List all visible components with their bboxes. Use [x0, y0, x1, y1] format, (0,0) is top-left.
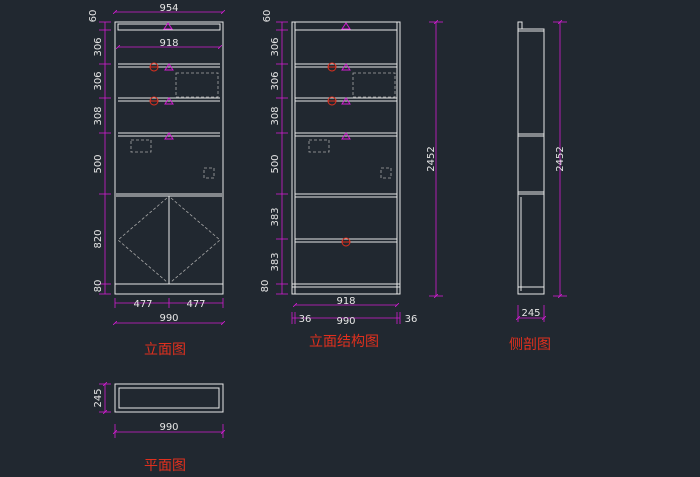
structure-cabinet-outline: [291, 21, 401, 295]
dim-side-height: 2452: [555, 146, 566, 171]
dim-front-total-width: 990: [159, 313, 178, 324]
dim-front-h3: 306: [93, 71, 104, 90]
dim-structure-h1: 60: [262, 10, 273, 23]
dim-plan-width: 990: [159, 422, 178, 433]
dim-structure-h3: 306: [270, 71, 281, 90]
dim-structure-h5: 500: [270, 154, 281, 173]
structure-view-title: 立面结构图: [309, 334, 379, 350]
front-markers: [149, 22, 174, 140]
plan-view-title: 平面图: [144, 458, 186, 474]
dim-structure-inner-width: 918: [336, 296, 355, 307]
structure-dimensions: 60 306 306 308 500 383 383 80 2452 918 3…: [260, 10, 443, 327]
dim-structure-right-side: 36: [405, 314, 418, 325]
side-section-outline: [517, 21, 545, 295]
dim-front-h4: 308: [93, 106, 104, 125]
dim-front-top-width: 954: [159, 3, 178, 14]
front-door-swing-lines: [117, 72, 221, 283]
dim-structure-h4: 308: [270, 106, 281, 125]
dim-side-depth: 245: [521, 308, 540, 319]
dim-structure-h2: 306: [270, 37, 281, 56]
plan-outline: [114, 383, 224, 413]
dim-front-door-right: 477: [186, 299, 205, 310]
side-dimensions: 2452 245: [518, 22, 567, 322]
dim-front-inner-width: 918: [159, 38, 178, 49]
dim-front-door-left: 477: [133, 299, 152, 310]
side-view-title: 侧剖图: [509, 337, 551, 353]
dim-structure-total-width: 990: [336, 316, 355, 327]
side-view: 2452 245 侧剖图: [509, 22, 567, 353]
structure-markers: [327, 22, 351, 247]
dim-front-h7: 80: [93, 280, 104, 293]
dim-structure-left-side: 36: [299, 314, 312, 325]
dim-front-h2: 306: [93, 37, 104, 56]
dim-structure-h7: 383: [270, 252, 281, 271]
plan-view: 245 990 平面图: [93, 384, 223, 474]
front-dimensions: 954 918 60 306 306 308 500 820 80 477 47…: [88, 3, 223, 324]
dim-structure-height: 2452: [426, 146, 437, 171]
structure-hidden-lines: [308, 72, 396, 179]
structure-view: 60 306 306 308 500 383 383 80 2452 918 3…: [260, 10, 443, 350]
dim-plan-depth: 245: [93, 388, 104, 407]
dim-front-h5: 500: [93, 154, 104, 173]
dim-structure-h8: 80: [260, 280, 271, 293]
front-view-title: 立面图: [144, 342, 186, 358]
front-cabinet-outline: [114, 21, 224, 295]
front-view: 954 918 60 306 306 308 500 820 80 477 47…: [88, 3, 223, 358]
dim-front-h1: 60: [88, 10, 99, 23]
dim-front-h6: 820: [93, 229, 104, 248]
dim-structure-h6: 383: [270, 207, 281, 226]
plan-dimensions: 245 990: [93, 384, 223, 438]
